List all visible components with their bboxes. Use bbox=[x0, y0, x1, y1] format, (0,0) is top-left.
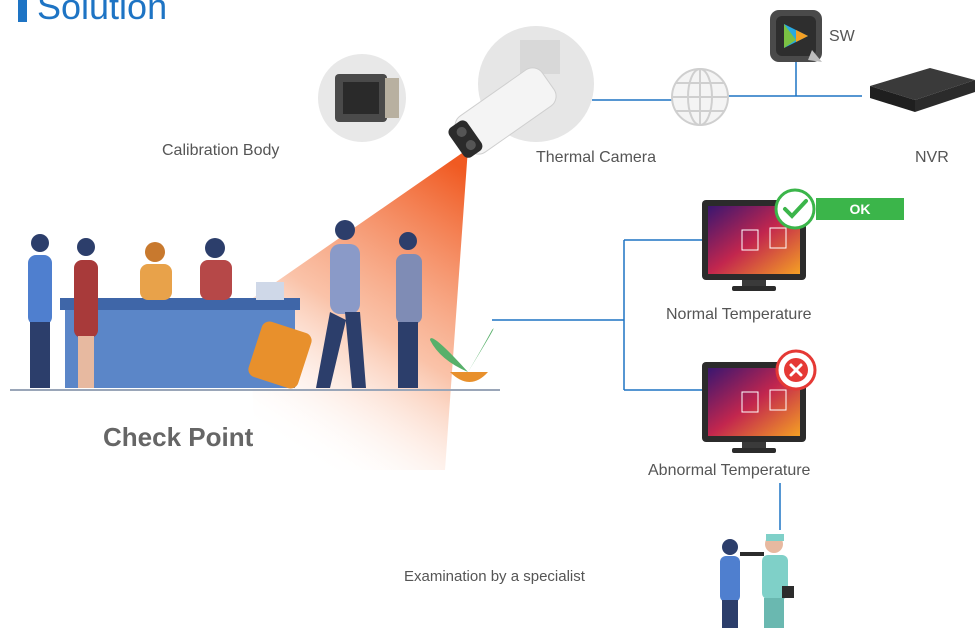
nvr-device-icon bbox=[870, 68, 975, 112]
sw-label: SW bbox=[829, 28, 855, 45]
specialist-scene bbox=[720, 534, 794, 628]
calibration-body-icon bbox=[318, 54, 406, 142]
check-point-label: Check Point bbox=[103, 422, 254, 452]
sw-app-icon bbox=[770, 10, 822, 62]
ok-badge: OK bbox=[816, 198, 904, 220]
check-point-scene bbox=[10, 220, 500, 391]
alert-x-icon bbox=[775, 349, 817, 391]
title-text: Solution bbox=[37, 0, 168, 27]
connector-lines bbox=[492, 60, 862, 530]
examination-label: Examination by a specialist bbox=[404, 568, 585, 585]
thermal-camera-icon bbox=[448, 26, 594, 158]
nvr-label: NVR bbox=[915, 149, 949, 166]
calibration-body-label: Calibration Body bbox=[162, 142, 280, 159]
check-mark-icon bbox=[774, 188, 816, 230]
normal-temperature-label: Normal Temperature bbox=[666, 306, 812, 323]
thermal-beam bbox=[250, 142, 478, 470]
page-title: Solution bbox=[18, 0, 167, 28]
thermal-camera-label: Thermal Camera bbox=[536, 149, 657, 166]
abnormal-temperature-label: Abnormal Temperature bbox=[648, 462, 811, 479]
globe-network-icon bbox=[671, 68, 729, 126]
title-accent-bar bbox=[18, 0, 27, 22]
